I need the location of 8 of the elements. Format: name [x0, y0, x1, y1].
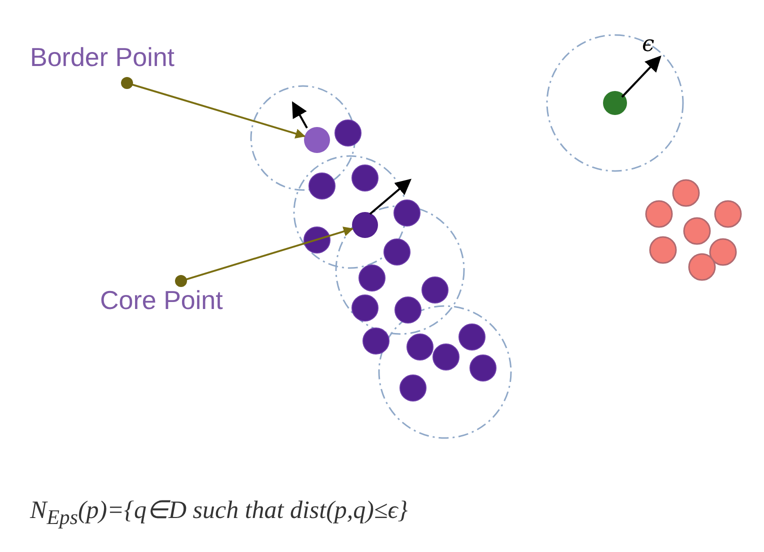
- data-point: [304, 127, 330, 153]
- leader-line: [121, 77, 306, 138]
- epsilon-label: ϵ: [642, 31, 654, 59]
- formula: N$_{Eps}$(p)={q∈D such that dist(p,q)≤ϵ}: [30, 496, 408, 531]
- point-label: Border Point: [30, 42, 175, 72]
- data-point: [352, 212, 378, 238]
- leader-line: [175, 226, 354, 287]
- point-label: Core Point: [100, 285, 223, 315]
